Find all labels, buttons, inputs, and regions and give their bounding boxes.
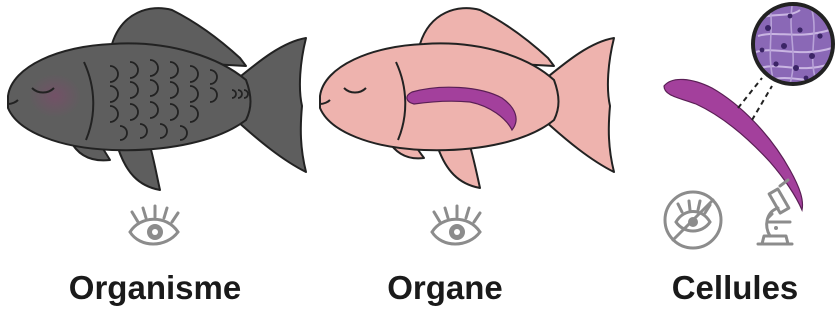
micrograph-icon	[753, 4, 833, 84]
organ-label: Organe	[345, 268, 545, 308]
zoom-line	[752, 86, 772, 120]
organ-icon	[664, 79, 803, 210]
pelvic-fin	[438, 146, 480, 188]
zoom-line	[738, 78, 762, 108]
eye-icon	[130, 206, 178, 244]
pelvic-fin	[118, 146, 160, 190]
cheek-blush	[29, 74, 81, 118]
no-eye-icon	[665, 192, 721, 248]
fish-icon	[8, 8, 306, 190]
organism-label: Organisme	[35, 268, 275, 308]
eye-icon	[432, 206, 480, 244]
cells-label: Cellules	[640, 268, 830, 308]
microscope-icon	[758, 180, 792, 244]
